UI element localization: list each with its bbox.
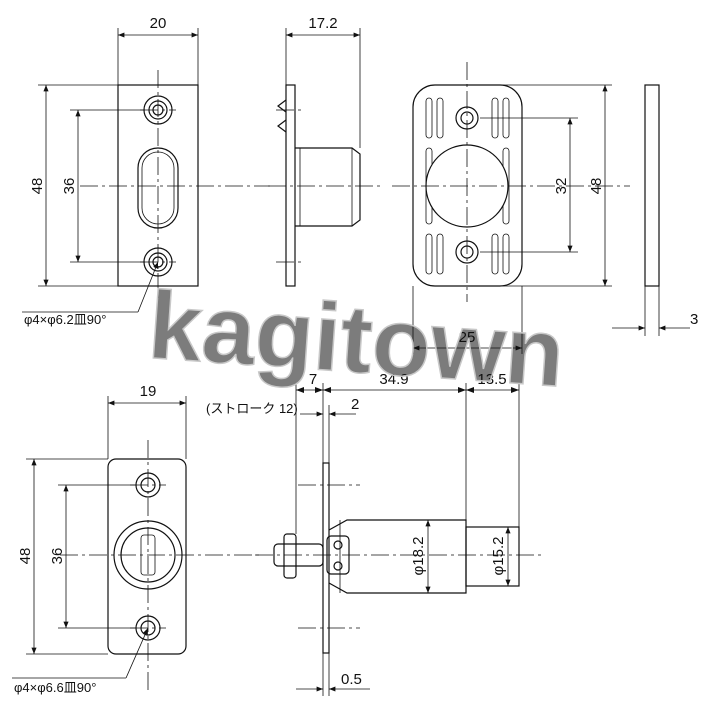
top-thin-plate: 3 xyxy=(612,84,698,336)
top-front-height-label: 48 xyxy=(588,178,605,195)
top-left-plate-view: 20 48 36 φ4×φ6.2皿90° xyxy=(22,15,270,327)
top-side-depth-label: 17.2 xyxy=(308,15,337,32)
bottom-side-d1-label: 7 xyxy=(309,371,317,388)
bottom-side-dia2-label: φ15.2 xyxy=(490,537,507,576)
top-front-view: 32 48 25 xyxy=(392,62,630,354)
top-left-pitch-label: 36 xyxy=(61,178,78,195)
bottom-left-plate-view: 19 48 36 φ4×φ6.6皿90° xyxy=(12,383,260,695)
top-left-height-label: 48 xyxy=(29,178,46,195)
bottom-side-plate-label: 0.5 xyxy=(341,671,362,688)
bottom-left-pitch-label: 36 xyxy=(49,548,66,565)
bottom-side-d4-label: 2 xyxy=(351,396,359,413)
watermark-text: kagitown xyxy=(145,272,567,408)
bottom-left-width-label: 19 xyxy=(140,383,157,400)
bottom-side-d3-label: 13.5 xyxy=(477,371,506,388)
bottom-side-d2-label: 34.9 xyxy=(379,371,408,388)
top-thin-thickness-label: 3 xyxy=(690,311,698,328)
bottom-left-height-label: 48 xyxy=(17,548,34,565)
top-left-width-label: 20 xyxy=(150,15,167,32)
bottom-side-stroke-note: (ストローク 12) xyxy=(206,401,298,416)
top-front-width-label: 25 xyxy=(459,329,476,346)
bottom-left-hole-note: φ4×φ6.6皿90° xyxy=(14,680,96,695)
bottom-side-view: 7 34.9 13.5 (ストローク 12) 2 φ18.2 φ15.2 0.5 xyxy=(206,371,545,696)
top-left-hole-note: φ4×φ6.2皿90° xyxy=(24,312,106,327)
top-front-pitch-label: 32 xyxy=(553,178,570,195)
bottom-side-dia1-label: φ18.2 xyxy=(410,537,427,576)
top-side-view: 17.2 xyxy=(268,15,380,287)
